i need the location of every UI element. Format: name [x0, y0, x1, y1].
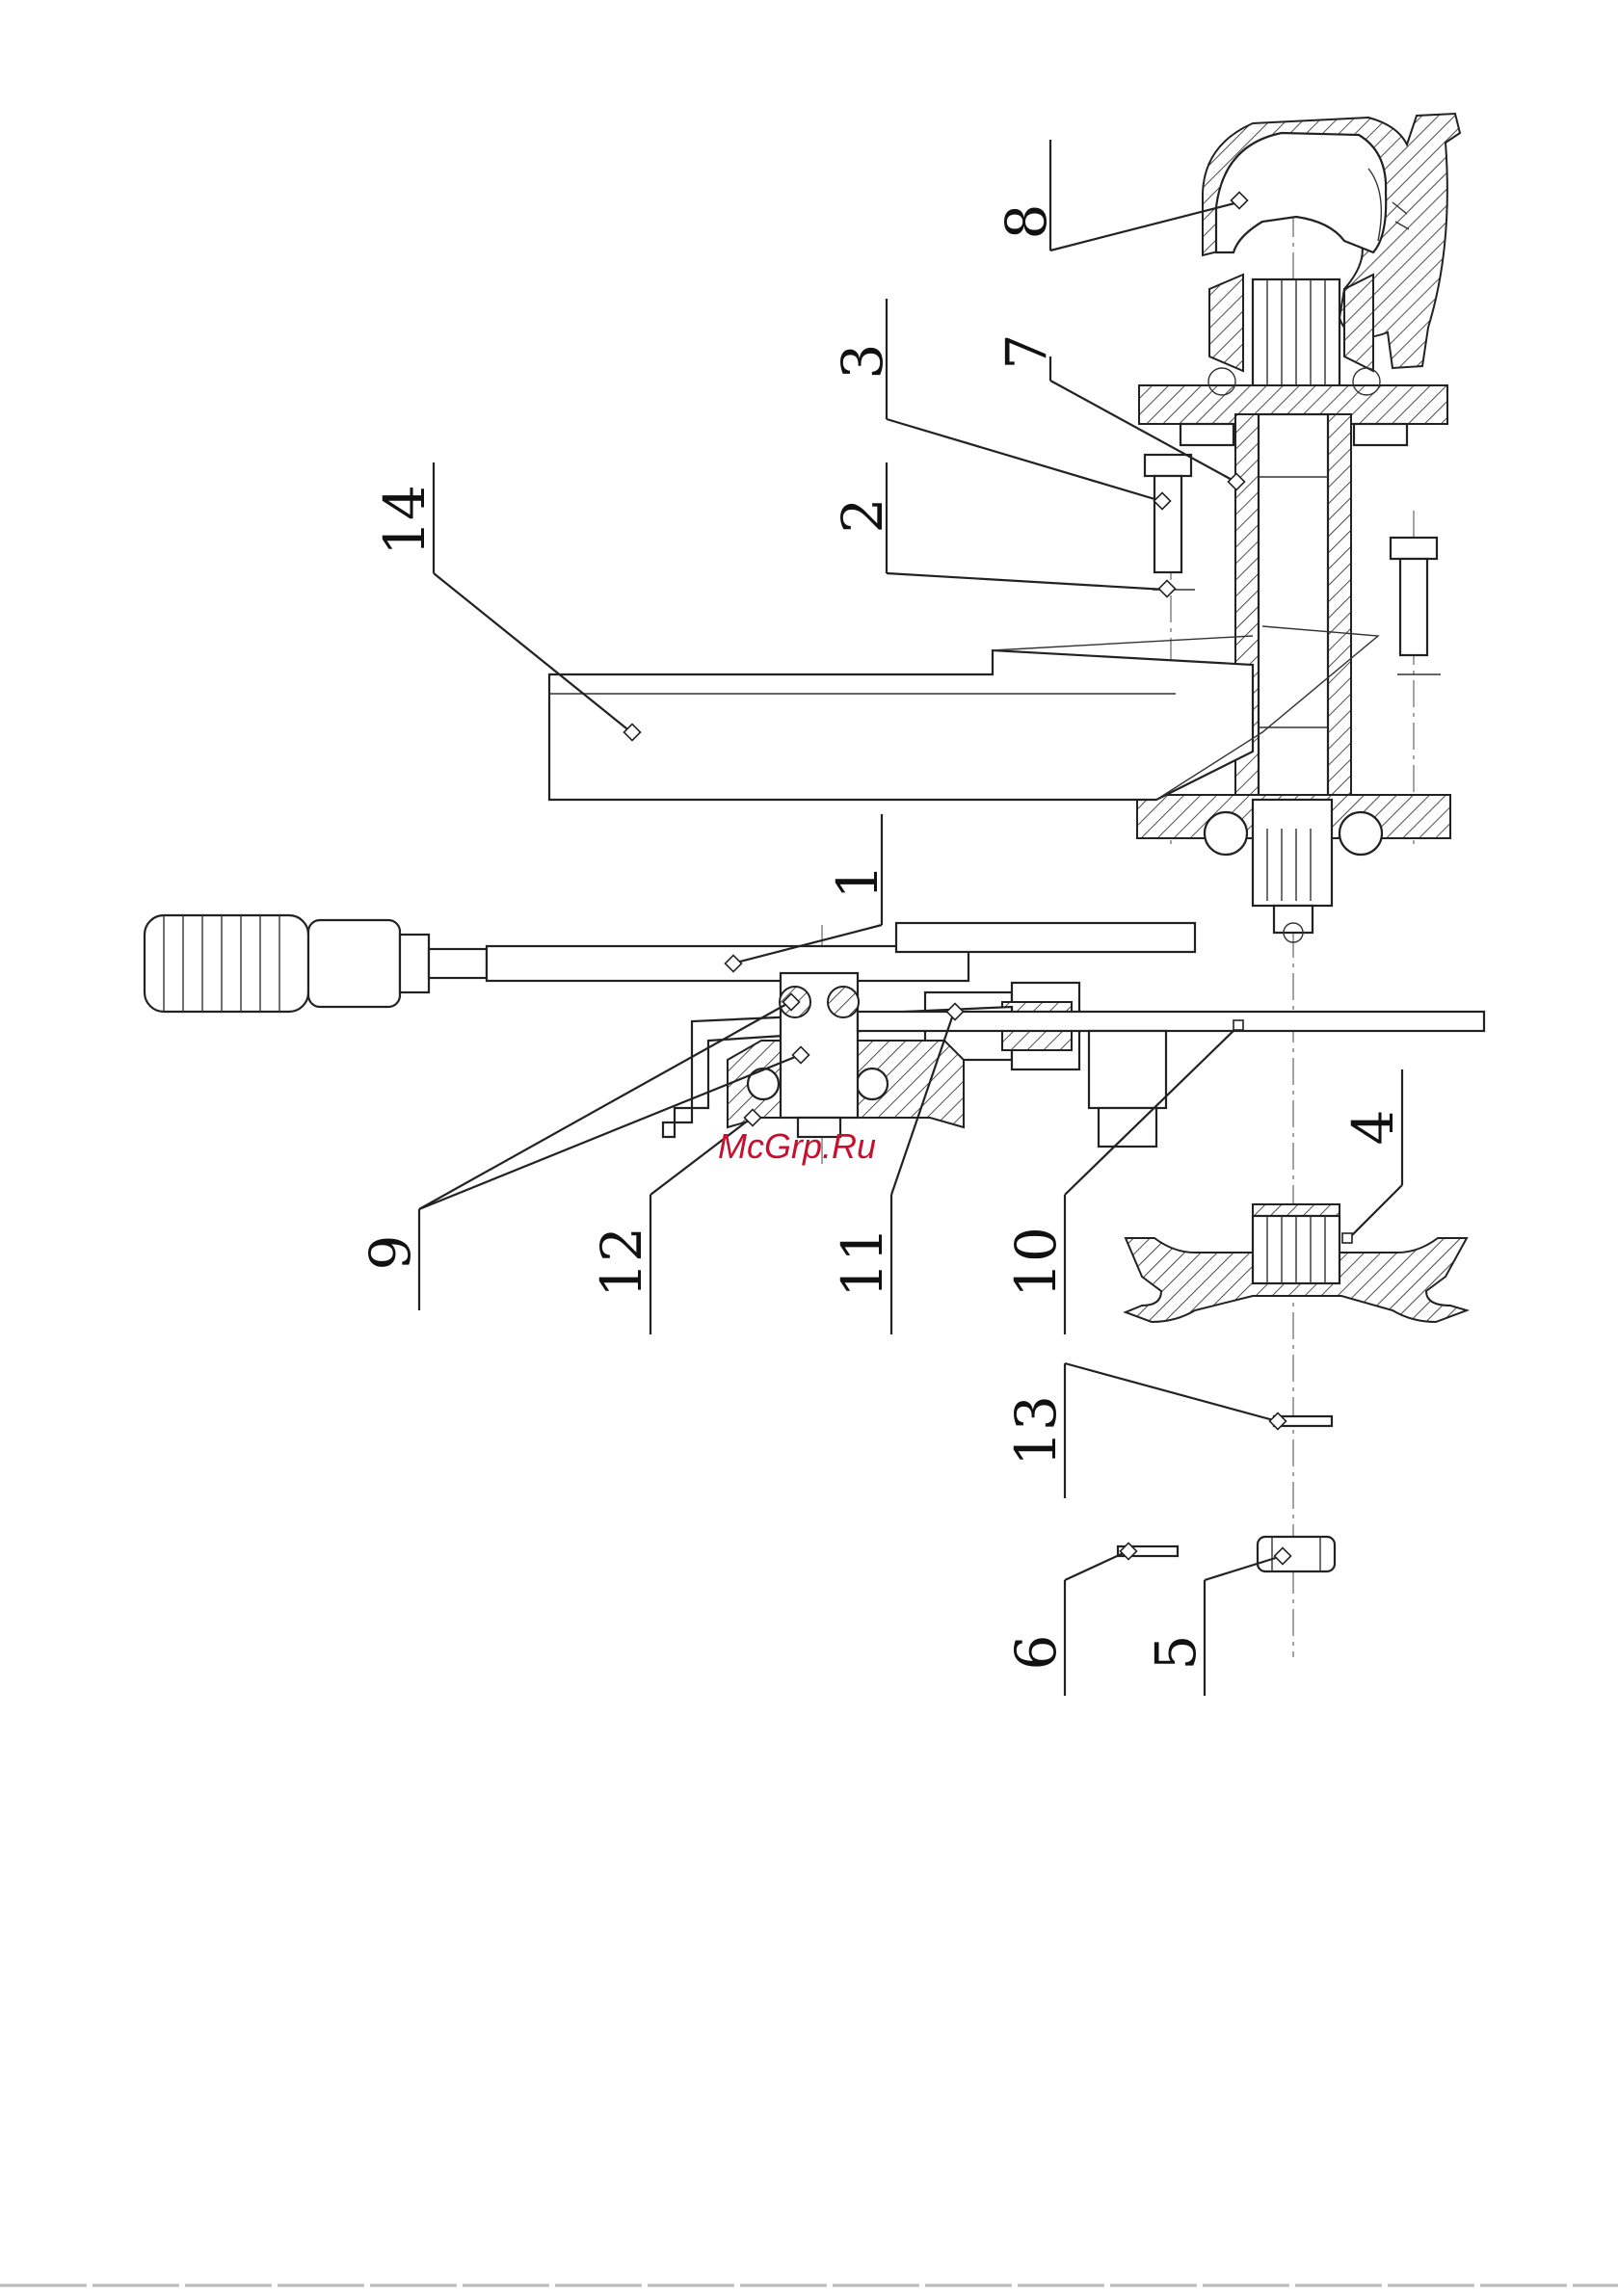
small-parts	[1118, 1416, 1335, 1571]
label-6: 6	[1003, 1635, 1069, 1671]
label-3: 3	[830, 344, 895, 380]
label-11: 11	[830, 1227, 895, 1298]
label-5: 5	[1143, 1635, 1208, 1671]
label-14: 14	[372, 485, 438, 556]
label-13: 13	[1003, 1395, 1069, 1466]
label-4: 4	[1340, 1110, 1406, 1146]
label-7: 7	[994, 334, 1059, 370]
watermark: McGrp.Ru	[718, 1126, 876, 1166]
label-1: 1	[825, 864, 890, 900]
handle-lever	[145, 915, 1195, 1069]
label-2: 2	[830, 498, 895, 534]
gear-housing	[1139, 114, 1460, 445]
label-8: 8	[994, 204, 1059, 240]
drive-pulley	[1126, 1204, 1467, 1322]
label-12: 12	[589, 1227, 654, 1298]
label-10: 10	[1003, 1227, 1069, 1298]
label-9: 9	[358, 1235, 423, 1271]
